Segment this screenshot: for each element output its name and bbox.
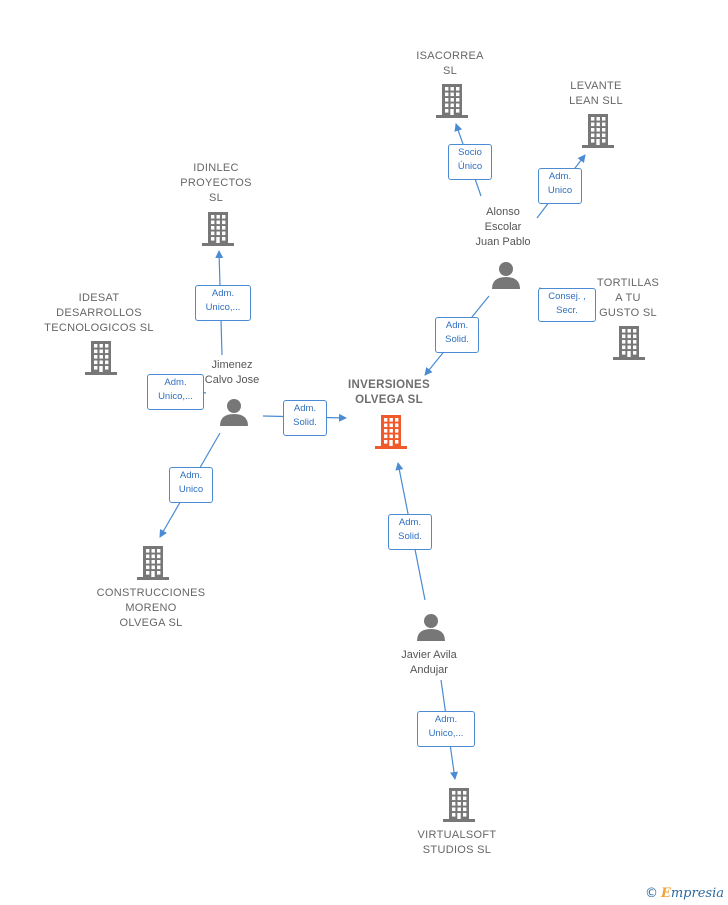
company-building-icon-tortillas bbox=[613, 326, 645, 360]
company-label-idesat[interactable]: IDESAT DESARROLLOS TECNOLOGICOS SL bbox=[44, 292, 154, 334]
person-label-alonso[interactable]: Alonso Escolar Juan Pablo bbox=[475, 206, 531, 248]
edge-label-alonso-center[interactable]: Adm. Solid. bbox=[435, 317, 479, 353]
copyright-symbol: © bbox=[644, 886, 658, 901]
icons-layer bbox=[85, 84, 645, 822]
person-icon-javier bbox=[417, 614, 445, 641]
company-building-icon-virtualsoft bbox=[443, 788, 475, 822]
brand-name: mpresia bbox=[670, 886, 724, 901]
edge-label-jimenez-idesat[interactable]: Adm. Unico,... bbox=[147, 374, 204, 410]
center-company-building-icon bbox=[375, 415, 407, 449]
edge-label-jimenez-center[interactable]: Adm. Solid. bbox=[283, 400, 327, 436]
edge-label-javier-virtualsoft[interactable]: Adm. Unico,... bbox=[417, 711, 475, 747]
company-label-isacorrea[interactable]: ISACORREA SL bbox=[416, 50, 484, 77]
empresia-watermark[interactable]: ©Empresia bbox=[645, 886, 724, 901]
company-building-icon-levante bbox=[582, 114, 614, 148]
person-icon-alonso bbox=[492, 262, 520, 289]
person-label-javier[interactable]: Javier Avila Andujar bbox=[401, 649, 457, 676]
company-label-idinlec[interactable]: IDINLEC PROYECTOS SL bbox=[180, 162, 252, 204]
edge-label-alonso-isacorrea[interactable]: Socio Único bbox=[448, 144, 492, 180]
company-building-icon-construcciones bbox=[137, 546, 169, 580]
center-company-label[interactable]: INVERSIONES OLVEGA SL bbox=[348, 379, 430, 406]
company-building-icon-isacorrea bbox=[436, 84, 468, 118]
edge-label-alonso-levante[interactable]: Adm. Unico bbox=[538, 168, 582, 204]
company-label-construcciones[interactable]: CONSTRUCCIONES MORENO OLVEGA SL bbox=[96, 587, 206, 629]
company-building-icon-idinlec bbox=[202, 212, 234, 246]
company-building-icon-idesat bbox=[85, 341, 117, 375]
company-label-virtualsoft[interactable]: VIRTUALSOFT STUDIOS SL bbox=[417, 829, 497, 856]
edge-label-alonso-tortillas[interactable]: Consej. , Secr. bbox=[538, 288, 596, 322]
edge-label-jimenez-construcciones[interactable]: Adm. Unico bbox=[169, 467, 213, 503]
person-icon-jimenez bbox=[220, 399, 248, 426]
company-label-levante[interactable]: LEVANTE LEAN SLL bbox=[569, 80, 623, 107]
person-label-jimenez[interactable]: Jimenez Calvo Jose bbox=[204, 359, 260, 386]
company-label-tortillas[interactable]: TORTILLAS A TU GUSTO SL bbox=[596, 277, 660, 319]
edge-label-jimenez-idinlec[interactable]: Adm. Unico,... bbox=[195, 285, 251, 321]
edge-label-javier-center[interactable]: Adm. Solid. bbox=[388, 514, 432, 550]
brand-initial: E bbox=[660, 886, 671, 901]
